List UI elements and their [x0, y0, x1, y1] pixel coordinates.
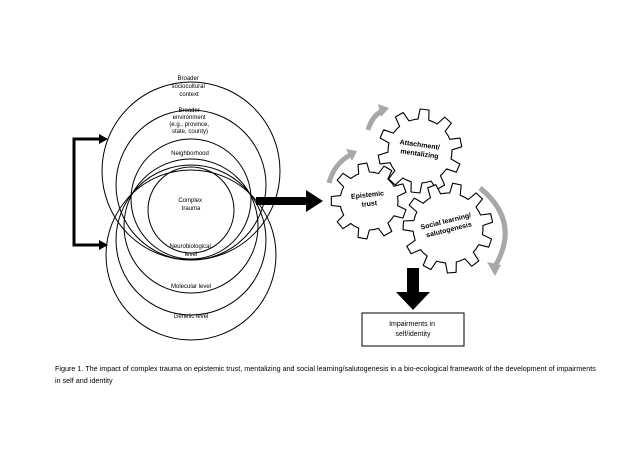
- cycle-arrows: [326, 104, 508, 276]
- label-neighborhood: Neighborhood: [171, 151, 209, 157]
- ecological-circles: [101, 81, 281, 261]
- gear-social: [402, 182, 494, 274]
- cycle-arrow-top: [365, 108, 384, 131]
- arrowhead-top: [99, 134, 108, 144]
- label-epistemic: Epistemic trust: [351, 190, 388, 210]
- circle-environment: [115, 109, 267, 261]
- circle-neurobiological: [123, 158, 259, 294]
- circle-neighborhood: [130, 138, 252, 260]
- down-arrow: [396, 268, 430, 310]
- figure-caption: Figure 1. The impact of complex trauma o…: [55, 364, 596, 385]
- biological-circles: [105, 158, 277, 341]
- cycle-arrow-left: [326, 152, 352, 184]
- cycle-arrow-right: [478, 186, 508, 270]
- cycle-arrow-right-head: [487, 262, 501, 276]
- gear-epistemic: [330, 162, 407, 240]
- label-environment: Broader environment (e.g., province, sta…: [169, 108, 210, 135]
- label-molecular: Molecular level: [171, 284, 211, 290]
- outcome-box: Impairments in self/identity: [361, 312, 465, 347]
- label-sociocultural: Broader sociocultural context: [171, 76, 206, 98]
- bidirectional-bracket-arrow: [72, 134, 108, 250]
- arrowhead-bottom: [99, 240, 108, 250]
- circle-genetic: [105, 169, 277, 341]
- gears: [330, 108, 494, 274]
- label-complex-trauma: Complex trauma: [178, 198, 203, 212]
- label-genetic: Genetic level: [174, 314, 209, 320]
- cycle-arrow-left-head: [346, 149, 357, 161]
- outcome-label: Impairments in self/identity: [389, 321, 437, 338]
- main-arrow: [256, 190, 323, 212]
- label-neurobiological: Neurobiological level: [169, 244, 212, 258]
- circle-molecular: [115, 164, 267, 316]
- cycle-arrow-top-head: [378, 104, 389, 117]
- circle-complex-trauma: [147, 166, 235, 254]
